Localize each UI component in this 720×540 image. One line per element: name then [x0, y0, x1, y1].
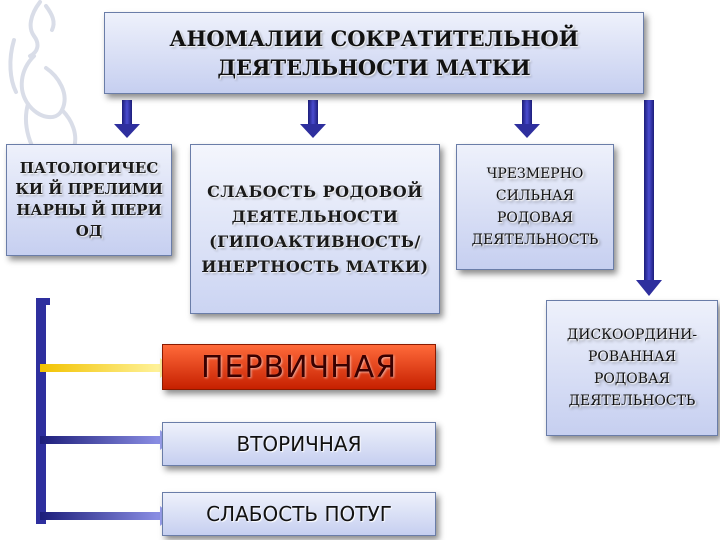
weakness-box: СЛАБОСТЬ РОДОВОЙ ДЕЯТЕЛЬНОСТИ (ГИПОАКТИВ… [190, 144, 440, 314]
title-box: АНОМАЛИИ СОКРАТИТЕЛЬНОЙ ДЕЯТЕЛЬНОСТИ МАТ… [104, 12, 644, 94]
arrow-down-icon [514, 100, 540, 138]
primary-box: ПЕРВИЧНАЯ [162, 344, 436, 390]
pathological-period-label: ПАТОЛОГИЧЕСКИ Й ПРЕЛИМИНАРНЫ Й ПЕРИОД [15, 159, 163, 240]
excessive-labor-box: ЧРЕЗМЕРНО СИЛЬНАЯ РОДОВАЯ ДЕЯТЕЛЬНОСТЬ [456, 144, 614, 270]
weakness-label: СЛАБОСТЬ РОДОВОЙ ДЕЯТЕЛЬНОСТИ (ГИПОАКТИВ… [201, 182, 429, 276]
pushing-weakness-label: СЛАБОСТЬ ПОТУГ [206, 502, 392, 526]
discoordinated-labor-box: ДИСКООРДИНИ-РОВАННАЯ РОДОВАЯ ДЕЯТЕЛЬНОСТ… [546, 300, 718, 436]
bracket-connector [36, 298, 172, 526]
diagram-title: АНОМАЛИИ СОКРАТИТЕЛЬНОЙ ДЕЯТЕЛЬНОСТИ МАТ… [169, 26, 579, 80]
secondary-label: ВТОРИЧНАЯ [236, 432, 362, 456]
primary-label: ПЕРВИЧНАЯ [200, 349, 398, 385]
pathological-period-box: ПАТОЛОГИЧЕСКИ Й ПРЕЛИМИНАРНЫ Й ПЕРИОД [6, 144, 172, 256]
arrow-down-icon [114, 100, 140, 138]
pregnant-silhouette-icon [8, 0, 78, 150]
discoordinated-labor-label: ДИСКООРДИНИ-РОВАННАЯ РОДОВАЯ ДЕЯТЕЛЬНОСТ… [566, 327, 698, 409]
excessive-labor-label: ЧРЕЗМЕРНО СИЛЬНАЯ РОДОВАЯ ДЕЯТЕЛЬНОСТЬ [471, 166, 599, 248]
arrow-down-icon [300, 100, 326, 138]
secondary-box: ВТОРИЧНАЯ [162, 422, 436, 466]
arrow-down-long-icon [636, 100, 662, 296]
pushing-weakness-box: СЛАБОСТЬ ПОТУГ [162, 492, 436, 536]
